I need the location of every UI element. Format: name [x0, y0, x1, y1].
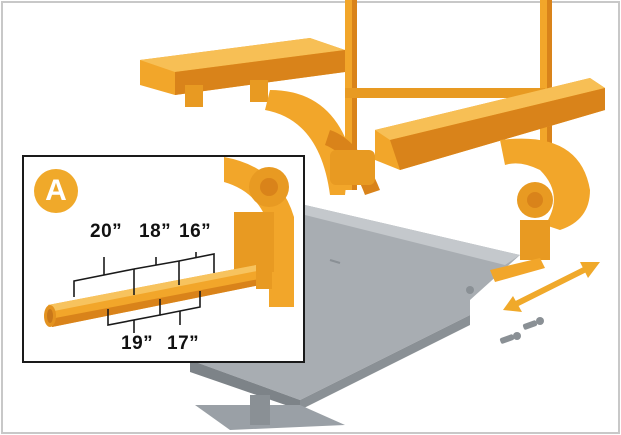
step-badge: A [34, 169, 78, 213]
screws-icon [499, 317, 544, 344]
left-armrest [140, 38, 345, 107]
dimension-label-17: 17” [167, 333, 200, 354]
dimension-markers-bottom [107, 291, 201, 333]
detail-inset: A 20” 18” 16” 19” 17” [22, 155, 305, 363]
right-armrest [375, 78, 605, 170]
dimension-label-20: 20” [90, 221, 123, 242]
dimension-label-19: 19” [121, 333, 154, 354]
dimension-label-16: 16” [179, 221, 212, 242]
dimension-markers-top [73, 252, 215, 297]
extension-tube [44, 257, 272, 327]
adjust-arrow-icon [503, 262, 600, 312]
left-side-frame [265, 90, 380, 195]
tube-detail-illustration [44, 157, 294, 333]
dimension-label-18: 18” [139, 221, 172, 242]
right-side-frame [490, 138, 590, 282]
